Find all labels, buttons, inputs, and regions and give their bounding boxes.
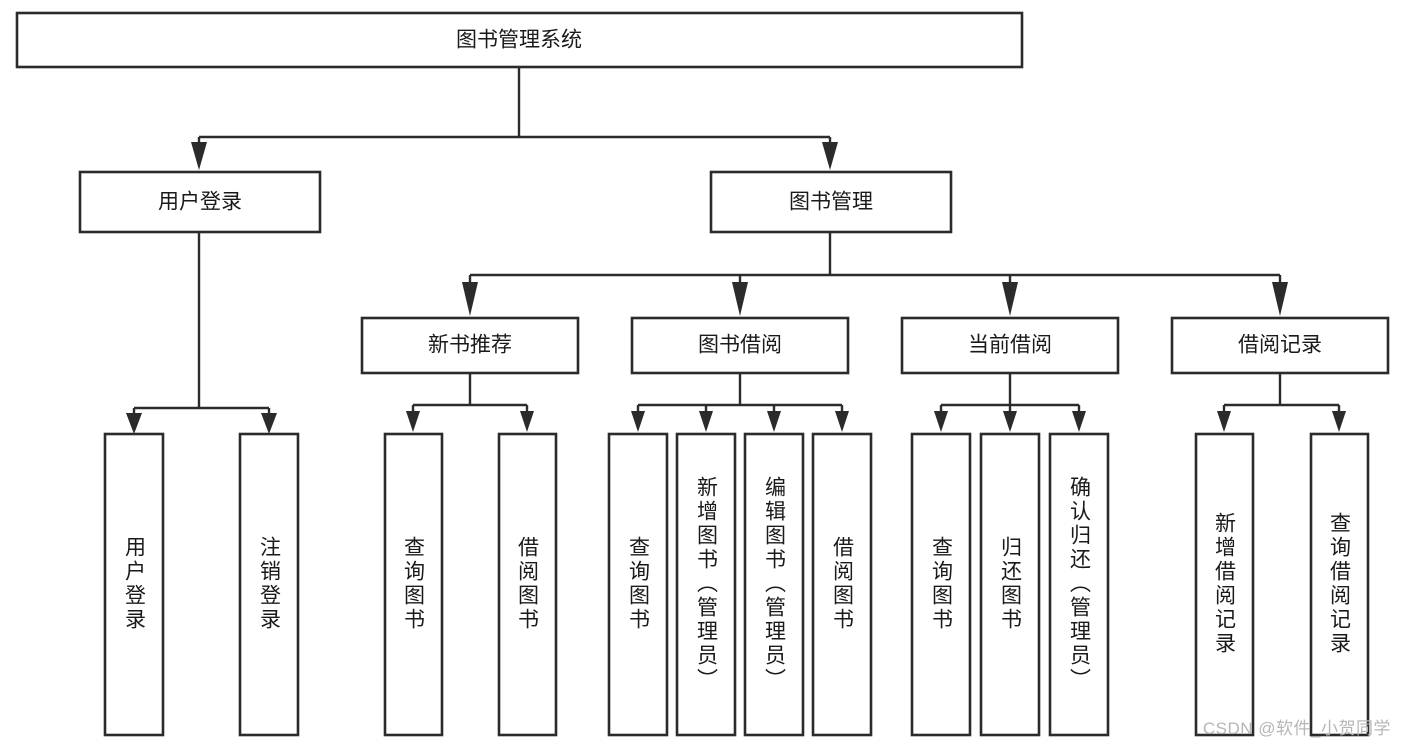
connector-layer: [132, 67, 1341, 413]
node-leaf-return-book[interactable]: 归还图书: [979, 432, 1041, 737]
node-book-borrow[interactable]: 图书借阅: [630, 316, 850, 375]
node-leaf-query-book-current-box[interactable]: [910, 432, 972, 737]
node-leaf-add-borrow-record[interactable]: 新增借阅记录: [1194, 432, 1255, 737]
arrowhead-icon: [406, 411, 420, 432]
node-leaf-edit-book-admin-label: 编辑图书（管理员）: [763, 476, 787, 692]
arrowhead-icon: [732, 282, 748, 316]
node-leaf-add-borrow-record-label: 新增借阅记录: [1213, 512, 1237, 656]
node-user-login-label: 用户登录: [158, 191, 242, 214]
node-book-management-box[interactable]: [709, 170, 953, 234]
arrowhead-layer: [126, 142, 1346, 434]
arrowhead-icon: [631, 411, 645, 432]
node-book-management[interactable]: 图书管理: [709, 170, 953, 234]
node-leaf-query-book-borrow-box[interactable]: [607, 432, 669, 737]
arrowhead-icon: [191, 142, 207, 170]
node-leaf-query-book-current[interactable]: 查询图书: [910, 432, 972, 737]
node-leaf-query-borrow-record[interactable]: 查询借阅记录: [1309, 432, 1370, 737]
arrowhead-icon: [126, 413, 142, 434]
node-leaf-logout-box[interactable]: [238, 432, 300, 737]
node-leaf-borrow-book-new-box[interactable]: [497, 432, 558, 737]
node-leaf-query-book-new[interactable]: 查询图书: [383, 432, 444, 737]
node-root-label: 图书管理系统: [456, 29, 582, 52]
node-leaf-query-book-borrow-label: 查询图书: [627, 536, 651, 632]
node-leaf-query-borrow-record-label: 查询借阅记录: [1328, 512, 1352, 656]
node-leaf-borrow-book[interactable]: 借阅图书: [811, 432, 873, 737]
arrowhead-icon: [462, 282, 478, 316]
arrowhead-icon: [1217, 411, 1231, 432]
node-current-borrow-label: 当前借阅: [968, 334, 1052, 357]
arrowhead-icon: [1003, 411, 1017, 432]
node-leaf-query-book-current-label: 查询图书: [930, 536, 954, 632]
node-new-book-recommend[interactable]: 新书推荐: [360, 316, 580, 375]
node-leaf-add-book-admin[interactable]: 新增图书（管理员）: [675, 432, 737, 737]
node-leaf-confirm-return-admin-box[interactable]: [1048, 432, 1110, 737]
node-user-login[interactable]: 用户登录: [78, 170, 322, 234]
node-new-book-recommend-box[interactable]: [360, 316, 580, 375]
node-leaf-edit-book-admin[interactable]: 编辑图书（管理员）: [743, 432, 805, 737]
node-leaf-logout[interactable]: 注销登录: [238, 432, 300, 737]
node-leaf-query-book-borrow[interactable]: 查询图书: [607, 432, 669, 737]
node-leaf-borrow-book-new-label: 借阅图书: [516, 536, 540, 632]
arrowhead-icon: [934, 411, 948, 432]
node-book-borrow-label: 图书借阅: [698, 334, 782, 357]
node-book-borrow-box[interactable]: [630, 316, 850, 375]
node-leaf-add-book-admin-box[interactable]: [675, 432, 737, 737]
arrowhead-icon: [835, 411, 849, 432]
node-leaf-query-book-new-box[interactable]: [383, 432, 444, 737]
arrowhead-icon: [767, 411, 781, 432]
node-leaf-query-book-new-label: 查询图书: [402, 536, 426, 632]
node-book-management-label: 图书管理: [789, 191, 873, 214]
node-leaf-return-book-box[interactable]: [979, 432, 1041, 737]
node-current-borrow[interactable]: 当前借阅: [900, 316, 1120, 375]
arrowhead-icon: [1332, 411, 1346, 432]
node-leaf-user-login-label: 用户登录: [123, 536, 147, 632]
node-leaf-logout-label: 注销登录: [258, 536, 282, 632]
node-root[interactable]: 图书管理系统: [15, 11, 1024, 69]
arrowhead-icon: [520, 411, 534, 432]
node-leaf-confirm-return-admin-label: 确认归还（管理员）: [1068, 476, 1092, 692]
node-leaf-confirm-return-admin[interactable]: 确认归还（管理员）: [1048, 432, 1110, 737]
node-borrow-record-label: 借阅记录: [1238, 334, 1322, 357]
node-leaf-add-borrow-record-box[interactable]: [1194, 432, 1255, 737]
node-borrow-record[interactable]: 借阅记录: [1170, 316, 1390, 375]
node-leaf-user-login[interactable]: 用户登录: [103, 432, 165, 737]
node-current-borrow-box[interactable]: [900, 316, 1120, 375]
arrowhead-icon: [261, 413, 277, 434]
node-leaf-borrow-book-box[interactable]: [811, 432, 873, 737]
node-new-book-recommend-label: 新书推荐: [428, 334, 512, 357]
node-leaf-edit-book-admin-box[interactable]: [743, 432, 805, 737]
node-leaf-borrow-book-label: 借阅图书: [831, 536, 855, 632]
arrowhead-icon: [1072, 411, 1086, 432]
node-user-login-box[interactable]: [78, 170, 322, 234]
node-borrow-record-box[interactable]: [1170, 316, 1390, 375]
node-leaf-query-borrow-record-box[interactable]: [1309, 432, 1370, 737]
node-leaf-return-book-label: 归还图书: [999, 536, 1023, 632]
node-root-box[interactable]: [15, 11, 1024, 69]
arrowhead-icon: [822, 142, 838, 170]
node-leaf-user-login-box[interactable]: [103, 432, 165, 737]
arrowhead-icon: [699, 411, 713, 432]
arrowhead-icon: [1002, 282, 1018, 316]
node-leaf-borrow-book-new[interactable]: 借阅图书: [497, 432, 558, 737]
arrowhead-icon: [1272, 282, 1288, 316]
node-leaf-add-book-admin-label: 新增图书（管理员）: [695, 476, 719, 692]
